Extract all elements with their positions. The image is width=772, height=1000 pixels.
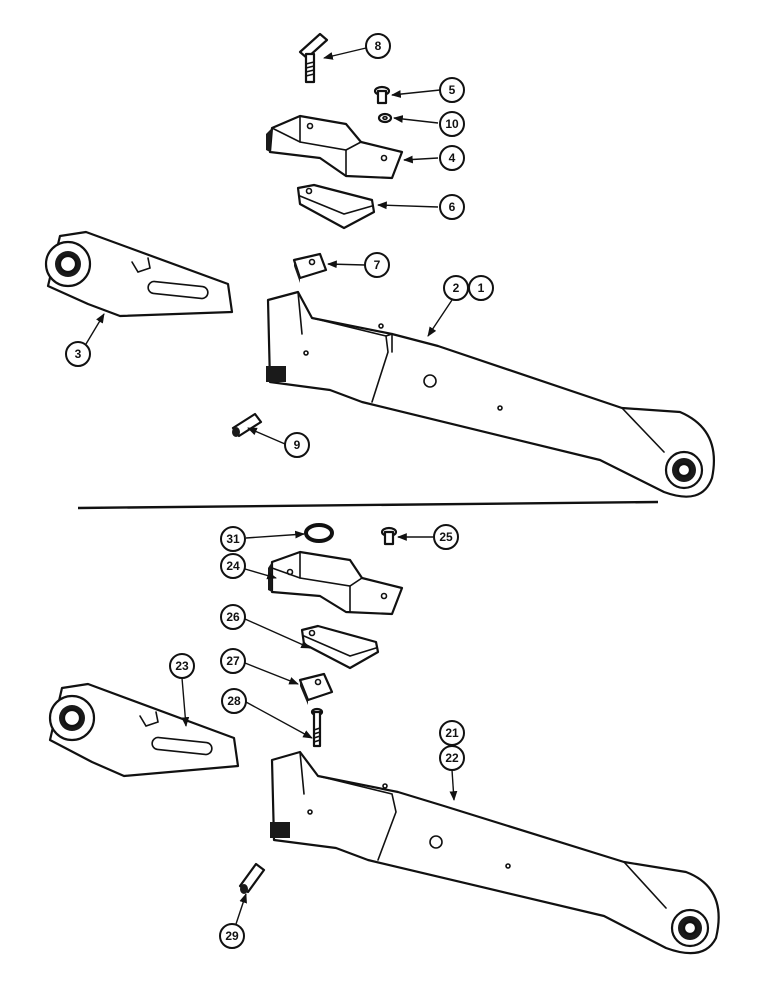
svg-text:2: 2 xyxy=(453,281,460,295)
callout-21: 21 xyxy=(439,720,465,746)
svg-text:29: 29 xyxy=(225,929,239,943)
callout-28: 28 xyxy=(221,688,247,714)
link-end-part-23 xyxy=(48,682,240,778)
leader-lines xyxy=(85,47,458,925)
callout-7: 7 xyxy=(364,252,390,278)
callout-22: 22 xyxy=(439,745,465,771)
svg-text:5: 5 xyxy=(449,83,456,97)
callout-10: 10 xyxy=(439,111,465,137)
svg-text:4: 4 xyxy=(449,151,456,165)
block-part-27 xyxy=(298,672,334,705)
svg-text:8: 8 xyxy=(375,39,382,53)
callout-23: 23 xyxy=(169,653,195,679)
svg-text:10: 10 xyxy=(445,117,459,131)
callout-6: 6 xyxy=(439,194,465,220)
cover-plate-part-24 xyxy=(268,550,404,616)
lower-link-bar-part-1-2 xyxy=(266,290,716,498)
lower-link-bar-part-21-22 xyxy=(270,750,720,955)
svg-text:23: 23 xyxy=(175,659,189,673)
callout-26: 26 xyxy=(220,604,246,630)
callout-2: 2 xyxy=(443,275,469,301)
callout-5: 5 xyxy=(439,77,465,103)
callout-27: 27 xyxy=(220,648,246,674)
svg-text:22: 22 xyxy=(445,751,459,765)
svg-text:7: 7 xyxy=(374,258,381,272)
svg-text:6: 6 xyxy=(449,200,456,214)
pin-part-9 xyxy=(231,412,263,438)
svg-text:9: 9 xyxy=(294,438,301,452)
svg-text:27: 27 xyxy=(226,654,240,668)
o-ring-part-31 xyxy=(304,523,334,543)
pin-part-29 xyxy=(238,862,266,894)
svg-text:25: 25 xyxy=(439,530,453,544)
small-bolt-part-25 xyxy=(380,526,398,546)
callout-3: 3 xyxy=(65,341,91,367)
callout-4: 4 xyxy=(439,145,465,171)
callout-8: 8 xyxy=(365,33,391,59)
section-divider xyxy=(77,500,659,510)
block-part-7 xyxy=(292,252,328,283)
svg-text:26: 26 xyxy=(226,610,240,624)
spring-clip-part-26 xyxy=(300,624,380,670)
svg-text:28: 28 xyxy=(227,694,241,708)
link-end-part-3 xyxy=(44,230,234,318)
svg-text:21: 21 xyxy=(445,726,459,740)
cover-plate-part-4 xyxy=(266,114,404,180)
callout-29: 29 xyxy=(219,923,245,949)
svg-text:1: 1 xyxy=(478,281,485,295)
svg-text:3: 3 xyxy=(75,347,82,361)
washer-part-10 xyxy=(377,112,393,124)
spring-clip-part-6 xyxy=(296,183,376,230)
svg-text:24: 24 xyxy=(226,559,240,573)
t-bolt-part-8 xyxy=(298,32,329,84)
callout-24: 24 xyxy=(220,553,246,579)
long-bolt-part-28 xyxy=(310,707,324,748)
callout-1: 1 xyxy=(468,275,494,301)
callout-9: 9 xyxy=(284,432,310,458)
svg-text:31: 31 xyxy=(226,532,240,546)
small-bolt-part-5 xyxy=(373,85,391,105)
callout-31: 31 xyxy=(220,526,246,552)
callout-25: 25 xyxy=(433,524,459,550)
